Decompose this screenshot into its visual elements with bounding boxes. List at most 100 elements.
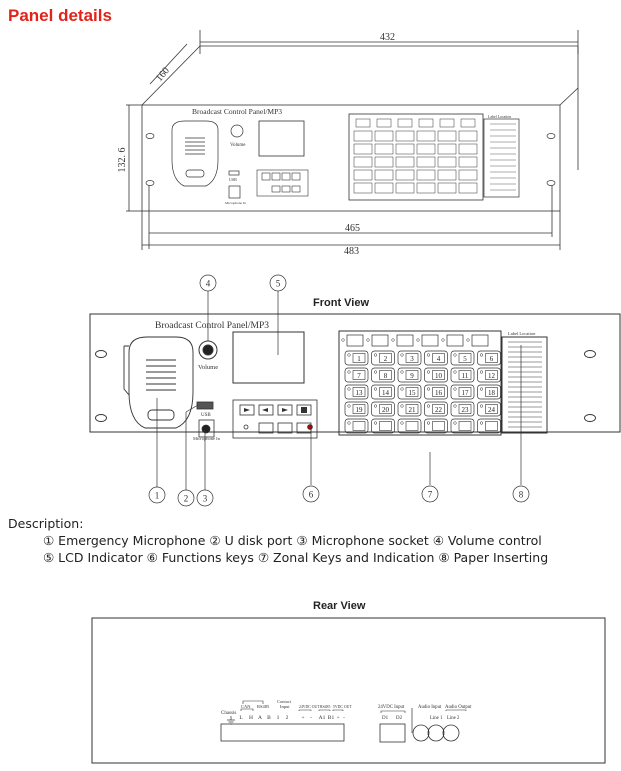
preset-key xyxy=(471,334,489,347)
zone-key xyxy=(424,418,448,434)
microphone-socket xyxy=(198,419,215,438)
zone-key-number: 20 xyxy=(382,406,390,414)
callout-number: 8 xyxy=(519,490,524,500)
zone-indicator xyxy=(373,404,378,408)
zone-key-face xyxy=(432,421,445,431)
zone-key-number: 12 xyxy=(488,372,496,380)
preset-key xyxy=(446,334,464,347)
top-label-lines xyxy=(490,123,516,191)
zone-indicator xyxy=(426,404,431,408)
zone-key-number: 8 xyxy=(384,372,388,380)
zone-key xyxy=(371,384,395,400)
top-zone-key xyxy=(395,130,415,142)
zone-key-number: 15 xyxy=(409,389,417,397)
dc-input-connector xyxy=(379,723,406,743)
preset-indicator xyxy=(416,338,420,342)
zone-key xyxy=(424,401,448,417)
rear-d2-label: D2 xyxy=(396,716,403,721)
top-mic-socket xyxy=(228,185,241,199)
top-zone-key xyxy=(395,169,415,181)
top-zone-key xyxy=(416,143,436,155)
zone-indicator xyxy=(373,353,378,357)
zone-key xyxy=(477,384,501,400)
top-zone-keys xyxy=(353,118,478,194)
top-preset-key xyxy=(376,118,392,128)
top-preset-key xyxy=(439,118,455,128)
zone-key-face xyxy=(458,404,472,414)
zone-key xyxy=(344,418,369,434)
zone-key-number: 18 xyxy=(488,389,496,397)
lcd-indicator xyxy=(232,331,305,384)
rear-contact-label: Contact xyxy=(277,699,292,704)
preset-indicator xyxy=(366,338,370,342)
zone-key xyxy=(450,418,475,434)
top-zone-key xyxy=(353,143,373,155)
top-zone-key xyxy=(353,169,373,181)
top-preset-key xyxy=(418,118,434,128)
volume-knob-top xyxy=(230,124,244,138)
callout-number: 5 xyxy=(276,279,281,289)
top-zone-key xyxy=(374,156,394,168)
zone-key-face xyxy=(485,387,498,397)
zone-indicator xyxy=(479,404,484,408)
zone-indicator xyxy=(479,353,484,357)
zone-key xyxy=(344,384,369,400)
dim-483: 483 xyxy=(344,246,359,257)
top-label-area xyxy=(483,118,520,198)
top-zone-key xyxy=(458,182,478,194)
zone-indicator xyxy=(400,370,404,374)
zone-indicator xyxy=(347,421,351,425)
zone-key-number: 22 xyxy=(435,406,443,414)
top-zone-key xyxy=(416,130,436,142)
rear-terminal-label: - xyxy=(343,715,345,721)
zone-indicator xyxy=(400,421,404,425)
preset-indicator xyxy=(341,338,345,342)
zone-key xyxy=(397,418,422,434)
top-zone-key xyxy=(374,143,394,155)
top-zone-key xyxy=(374,169,394,181)
zone-key xyxy=(344,350,369,366)
zone-key-face xyxy=(405,353,419,363)
zone-key xyxy=(450,384,475,400)
top-zone-key-block xyxy=(348,113,484,201)
zone-indicator xyxy=(479,370,484,374)
preset-key xyxy=(421,334,439,347)
callout-circle xyxy=(148,486,166,504)
zone-key-face xyxy=(352,387,366,397)
zone-key xyxy=(450,401,475,417)
zone-key-face xyxy=(379,353,392,363)
zone-indicator xyxy=(373,370,378,374)
zone-indicator xyxy=(347,404,351,408)
zone-key-number: 1 xyxy=(357,355,361,363)
zone-key-face xyxy=(352,353,366,363)
callout-circle xyxy=(421,485,439,503)
rear-terminal-label: + xyxy=(301,715,304,721)
zone-key-number: 14 xyxy=(382,389,390,397)
rear-dc-input-label: 24VDC Input xyxy=(378,705,405,710)
top-preset-key xyxy=(397,118,413,128)
rear-terminal-label: H xyxy=(249,715,253,721)
callout-circle xyxy=(196,489,214,507)
zone-key-face xyxy=(405,421,419,431)
zone-key-number: 6 xyxy=(490,355,494,363)
rear-dc-bracket xyxy=(380,710,406,713)
zone-indicator xyxy=(453,404,457,408)
top-zone-key xyxy=(416,156,436,168)
zone-key xyxy=(371,367,395,383)
top-zone-key xyxy=(353,130,373,142)
preset-keys xyxy=(341,334,489,347)
rear-input-label: Input xyxy=(280,704,290,709)
callout-number: 4 xyxy=(206,279,211,289)
rear-rs485-label: RS485 xyxy=(257,704,270,709)
zone-key-face xyxy=(352,421,366,431)
dim-132-6: 132. 6 xyxy=(117,148,128,173)
zone-indicator xyxy=(347,370,351,374)
zone-key-number: 13 xyxy=(356,389,364,397)
zone-indicator xyxy=(400,387,404,391)
dim-465: 465 xyxy=(345,223,360,234)
zone-indicator xyxy=(479,387,484,391)
zone-key-face xyxy=(379,421,392,431)
top-zone-key xyxy=(458,130,478,142)
